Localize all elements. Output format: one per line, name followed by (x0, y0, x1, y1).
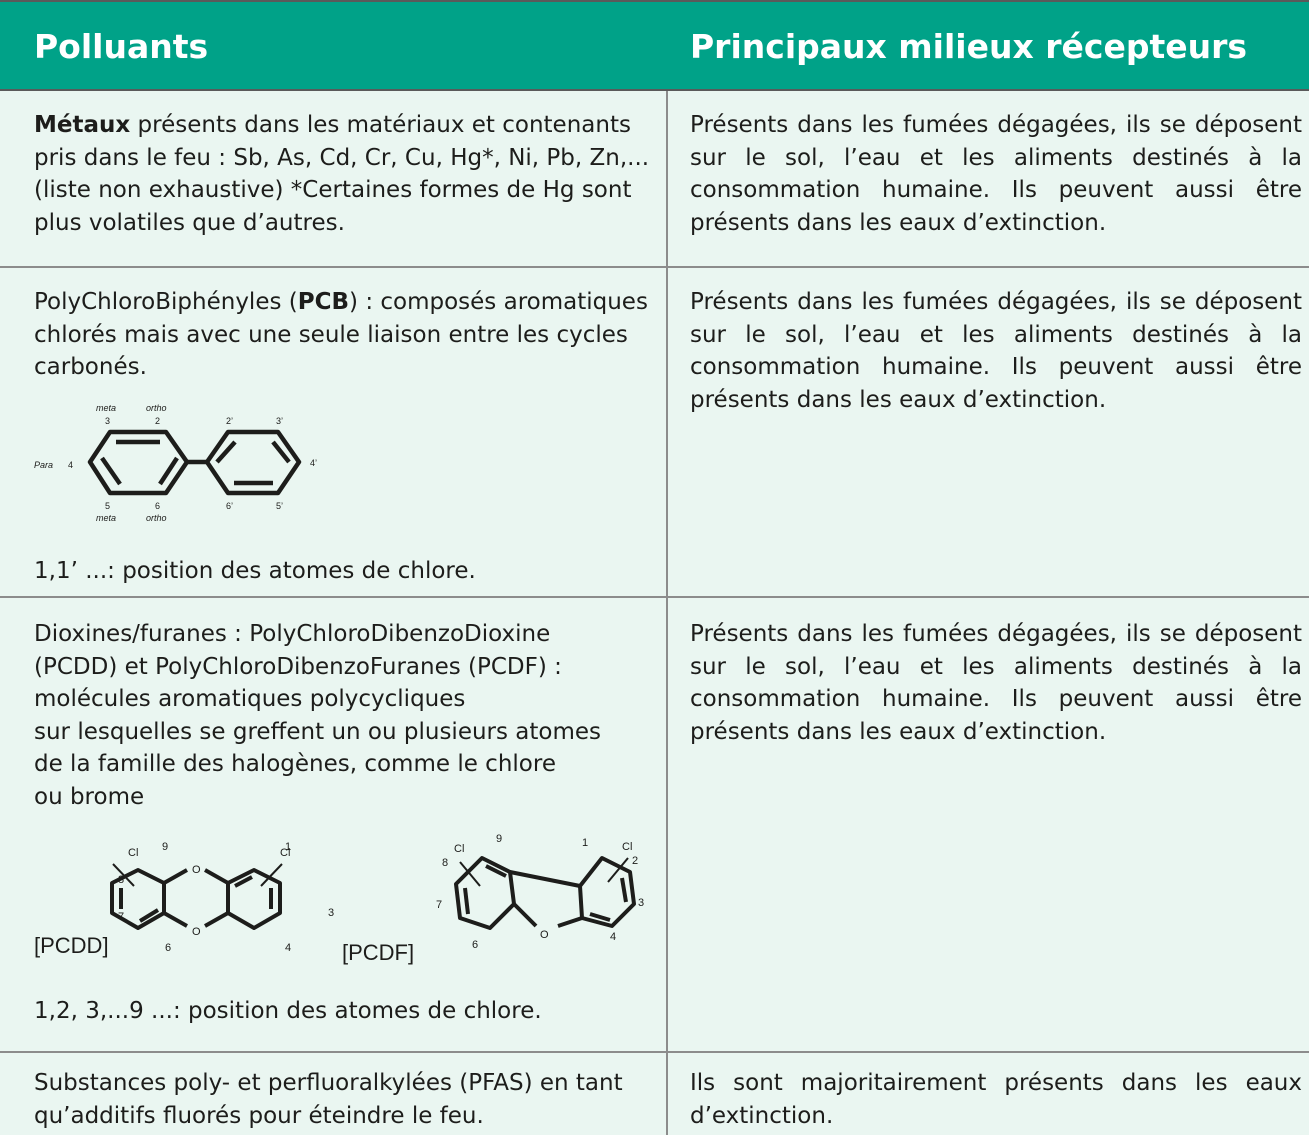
label-pcdd-8: 8 (118, 874, 124, 886)
header-receiving-media: Principaux milieux récepteurs (690, 27, 1248, 66)
label-meta-top: meta (96, 403, 116, 413)
pollutant-name: PCB (297, 289, 350, 315)
label-3: 3 (105, 416, 110, 426)
label-pcdd-1: 1 (285, 841, 291, 853)
label-pcdf-8: 8 (442, 857, 448, 869)
label-4p: 4’ (310, 458, 317, 468)
pollutant-cell: Substances poly- et perfluoralkylées (PF… (34, 1070, 623, 1129)
media-cell: Ils sont majoritairement présents dans l… (690, 1070, 1302, 1129)
label-pcdd-7: 7 (118, 911, 124, 923)
header-pollutants: Polluants (34, 27, 209, 66)
pollutant-line: sur lesquelles se greffent un ou plusieu… (34, 718, 602, 745)
label-pcdf-1: 1 (582, 837, 588, 849)
media-cell: Présents dans les fumées dégagées, ils s… (690, 289, 1302, 413)
label-clx-pcdd-right: Cl (280, 847, 290, 859)
label-meta-bottom: meta (96, 513, 116, 523)
label-pcdd-4: 4 (285, 942, 291, 954)
pollutant-line: ou brome (34, 783, 145, 810)
label-clx-pcdd-left: Cl (128, 847, 138, 859)
label-oxygen-bottom: O (192, 926, 201, 938)
pollutant-cell: PolyChloroBiphényles (PCB) : composés ar… (34, 286, 659, 384)
label-pcdd-6: 6 (165, 942, 171, 954)
pollutant-description: ) : composés aromatiques chlorés mais av… (34, 289, 648, 380)
label-clx-pcdf-left: Cl (454, 843, 464, 855)
table-row: PolyChloroBiphényles (PCB) : composés ar… (0, 268, 1309, 598)
label-clx-pcdf-right: Cl (622, 841, 632, 853)
label-ortho-bottom: ortho (146, 513, 167, 523)
pollutant-line: (PCDD) et PolyChloroDibenzoFuranes (PCDF… (34, 653, 562, 680)
label-pcdd-3: 3 (328, 907, 334, 919)
pollutant-line: de la famille des halogènes, comme le ch… (34, 751, 556, 777)
pollutant-prefix: PolyChloroBiphényles ( (34, 289, 298, 315)
label-pcdf-7: 7 (436, 899, 442, 911)
label-2: 2 (155, 416, 160, 426)
pcb-footnote: 1,1’ ...: position des atomes de chlore. (34, 558, 476, 584)
pcb-structure-diagram: meta ortho 3 2 2’ 3’ Para 4 4’ 5 6 6’ 5’… (34, 403, 317, 523)
table-header: Polluants Principaux milieux récepteurs (0, 0, 1309, 91)
table-row: Métaux présents dans les matériaux et co… (0, 91, 1309, 268)
column-divider (666, 91, 668, 1135)
table-row: Dioxines/furanes : PolyChloroDibenzoDiox… (0, 598, 1309, 1053)
table-row: Substances poly- et perfluoralkylées (PF… (0, 1053, 1309, 1135)
dioxin-footnote: 1,2, 3,...9 ...: position des atomes de … (34, 998, 542, 1024)
label-ortho-top: ortho (146, 403, 167, 413)
pollutant-line: molécules aromatiques polycycliques (34, 686, 466, 712)
label-2p: 2’ (226, 416, 233, 426)
label-pcdf-2: 2 (632, 855, 638, 867)
label-pcdd-9: 9 (162, 841, 168, 853)
pollutant-description: présents dans les matériaux et contenant… (34, 112, 650, 236)
label-3p: 3’ (276, 416, 283, 426)
label-4: 4 (68, 460, 73, 470)
label-5p: 5’ (276, 501, 283, 511)
label-para: Para (34, 460, 53, 470)
label-pcdf-oxygen: O (540, 929, 549, 941)
label-pcdf: [PCDF] (342, 940, 414, 965)
pollutant-cell: Dioxines/furanes : PolyChloroDibenzoDiox… (34, 618, 659, 813)
label-6p: 6’ (226, 501, 233, 511)
label-oxygen-top: O (192, 864, 201, 876)
label-5: 5 (105, 501, 110, 511)
label-pcdf-3: 3 (638, 897, 644, 909)
pcdd-pcdf-structure-diagram: O O Cl Cl 9 8 7 6 1 3 4 [PCDD] (34, 833, 644, 965)
pollutant-name: Métaux (34, 112, 131, 138)
pollutant-cell: Métaux présents dans les matériaux et co… (34, 109, 659, 239)
label-pcdf-6: 6 (472, 939, 478, 951)
label-pcdd: [PCDD] (34, 933, 109, 958)
label-pcdf-4: 4 (610, 931, 616, 943)
media-cell: Présents dans les fumées dégagées, ils s… (690, 112, 1302, 236)
media-cell: Présents dans les fumées dégagées, ils s… (690, 621, 1302, 745)
pollutant-line: Dioxines/furanes : PolyChloroDibenzoDiox… (34, 621, 551, 647)
label-6: 6 (155, 501, 160, 511)
label-pcdf-9: 9 (496, 833, 502, 845)
